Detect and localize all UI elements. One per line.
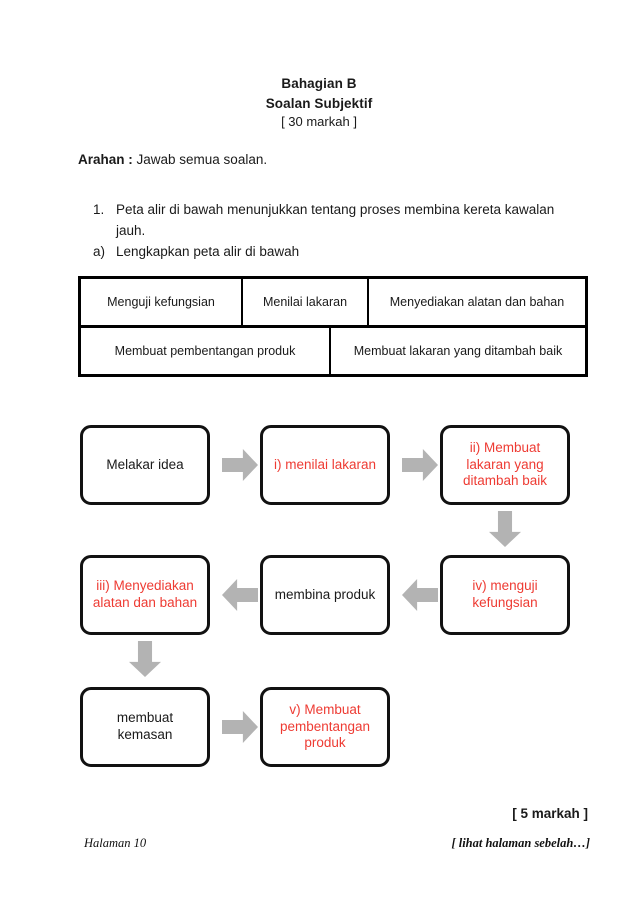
question-sub-text: Lengkapkan peta alir di bawah [116, 244, 300, 260]
instruction-line: Arahan : Jawab semua soalan. [78, 152, 267, 167]
arrow-right-icon [222, 711, 258, 743]
flowchart: Melakar idea i) menilai lakaran ii) Memb… [0, 425, 638, 775]
flow-node-lakaran-ditambah-baik[interactable]: ii) Membuat lakaran yang ditambah baik [440, 425, 570, 505]
flow-node-label: iv) menguji kefungsian [472, 578, 538, 610]
arrow-down-icon [489, 511, 521, 547]
page-number: Halaman 10 [84, 836, 147, 850]
flow-node-menyediakan-alatan[interactable]: iii) Menyediakan alatan dan bahan [80, 555, 210, 635]
flow-node-pembentangan-produk[interactable]: v) Membuat pembentangan produk [260, 687, 390, 767]
question-sub: a) Lengkapkan peta alir di bawah [93, 242, 583, 263]
arrow-left-icon [402, 579, 438, 611]
arrow-right-icon [222, 449, 258, 481]
flow-node-menilai-lakaran[interactable]: i) menilai lakaran [260, 425, 390, 505]
word-bank-cell[interactable]: Membuat lakaran yang ditambah baik [329, 328, 585, 374]
word-bank-cell[interactable]: Menilai lakaran [241, 279, 367, 325]
instruction-text: Jawab semua soalan. [132, 152, 268, 167]
flow-node-melakar-idea[interactable]: Melakar idea [80, 425, 210, 505]
flow-node-membuat-kemasan[interactable]: membuat kemasan [80, 687, 210, 767]
word-bank-cell[interactable]: Membuat pembentangan produk [114, 344, 296, 358]
document-header: Bahagian B Soalan Subjektif [ 30 markah … [0, 74, 638, 132]
flow-node-label: iii) Menyediakan alatan dan bahan [92, 578, 198, 610]
question-marks: [ 5 markah ] [512, 806, 588, 821]
arrow-left-icon [222, 579, 258, 611]
flow-node-label: Melakar idea [106, 456, 184, 472]
question-main: 1. Peta alir di bawah menunjukkan tentan… [93, 200, 583, 241]
question-text: Peta alir di bawah menunjukkan tentang p… [116, 202, 555, 238]
flow-node-label: i) menilai lakaran [273, 456, 377, 472]
word-bank-cell[interactable]: Menguji kefungsian [107, 295, 215, 309]
flow-node-membina-produk[interactable]: membina produk [260, 555, 390, 635]
arrow-right-icon [402, 449, 438, 481]
flow-node-label: membuat kemasan [116, 710, 174, 742]
instruction-label: Arahan : [78, 152, 133, 167]
question-sub-number: a) [93, 244, 106, 260]
table-row: Membuat pembentangan produk Membuat laka… [81, 328, 585, 374]
question-number: 1. [93, 202, 105, 217]
arrow-down-icon [129, 641, 161, 677]
flow-node-menguji-kefungsian[interactable]: iv) menguji kefungsian [440, 555, 570, 635]
flow-node-label: ii) Membuat lakaran yang ditambah baik [462, 439, 548, 489]
section-marks: [ 30 markah ] [281, 114, 357, 130]
section-title: Bahagian B [281, 76, 357, 91]
question-block: 1. Peta alir di bawah menunjukkan tentan… [93, 200, 583, 263]
section-subtitle: Soalan Subjektif [265, 95, 373, 111]
word-bank-cell[interactable]: Menyediakan alatan dan bahan [367, 279, 585, 325]
flow-node-label: v) Membuat pembentangan produk [279, 701, 371, 751]
word-bank-table: Menguji kefungsian Menilai lakaran Menye… [78, 276, 588, 377]
flow-node-label: membina produk [274, 586, 376, 602]
table-row: Menguji kefungsian Menilai lakaran Menye… [81, 279, 585, 328]
continued-note: [ lihat halaman sebelah…] [451, 836, 590, 850]
